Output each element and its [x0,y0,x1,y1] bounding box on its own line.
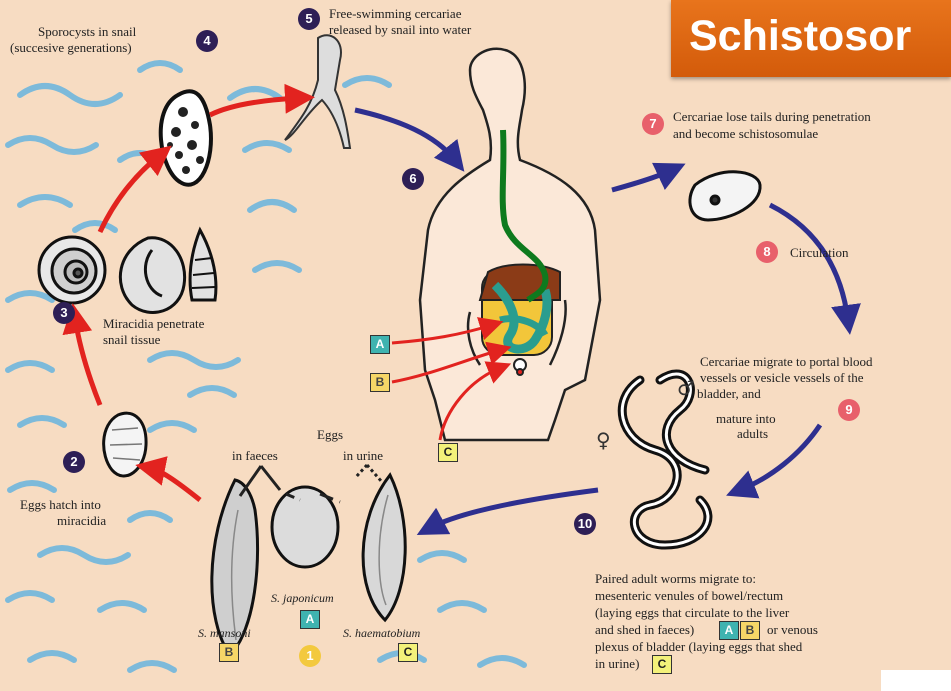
step1-number: 1 [299,645,321,667]
step3-text-line2: snail tissue [103,332,160,347]
snail-illustrations [39,230,216,312]
step6-number: 6 [402,168,424,190]
step8-number: 8 [756,241,778,263]
miracidium-illustration [104,413,146,476]
step10-text-line6: in urine) [595,656,639,671]
badge-b-mansoni: B [219,643,239,662]
step10-text-line4: and shed in faeces) [595,622,694,637]
step5-text-line2: released by snail into water [329,22,471,37]
step5-text-line1: Free-swimming cercariae [329,6,461,21]
schistosomulum-illustration [690,172,760,220]
step3-number: 3 [53,302,75,324]
badge-a-inline: A [719,621,739,640]
step4-number: 4 [196,30,218,52]
step2-text-line2: miracidia [57,513,106,528]
step7-number: 7 [642,113,664,135]
step10-text-line1: Paired adult worms migrate to: [595,571,756,586]
cercaria-illustration [285,35,350,148]
step10-number: 10 [574,513,596,535]
step9-text-line1: Cercariae migrate to portal blood [700,354,873,369]
step7-text-line2: and become schistosomulae [673,126,818,141]
step9-text-line5: adults [737,426,768,441]
step4-text-line1: Sporocysts in snail [38,24,136,39]
step9-text-line4: mature into [716,411,776,426]
badge-a-japonicum: A [300,610,320,629]
step2-number: 2 [63,451,85,473]
step9-text-line3: bladder, and [697,386,761,401]
eggs-heading: Eggs [317,427,343,442]
sporocyst-illustration [161,91,211,185]
step2-text-line1: Eggs hatch into [20,497,101,512]
male-symbol: ♂ [677,376,695,400]
label-s-haematobium: S. haematobium [343,626,420,641]
step10-text-line5: plexus of bladder (laying eggs that shed [595,639,802,654]
step9-number: 9 [838,399,860,421]
badge-c-body: C [438,443,458,462]
badge-b-inline: B [740,621,760,640]
eggs-in-faeces: in faeces [232,448,278,463]
corner-patch [881,670,951,691]
eggs-in-urine: in urine [343,448,383,463]
badge-b-body: B [370,373,390,392]
step3-text-line1: Miracidia penetrate [103,316,204,331]
step8-text: Circulation [790,245,849,260]
label-s-mansoni: S. mansoni [198,626,251,641]
step5-number: 5 [298,8,320,30]
step10-text-line3: (laying eggs that circulate to the liver [595,605,789,620]
step4-text-line2: (succesive generations) [10,40,132,55]
human-figure [420,49,600,440]
title-band: Schistosor [671,0,951,77]
step9-text-line2: vessels or vesicle vessels of the [700,370,864,385]
badge-c-inline: C [652,655,672,674]
diagram-title: Schistosor [689,12,911,61]
female-symbol: ♀ [596,428,611,452]
badge-c-haematobium: C [398,643,418,662]
badge-a-body: A [370,335,390,354]
step7-text-line1: Cercariae lose tails during penetration [673,109,871,124]
step10-text-line4b: or venous [767,622,818,637]
label-s-japonicum: S. japonicum [271,591,334,606]
step10-text-line2: mesenteric venules of bowel/rectum [595,588,783,603]
